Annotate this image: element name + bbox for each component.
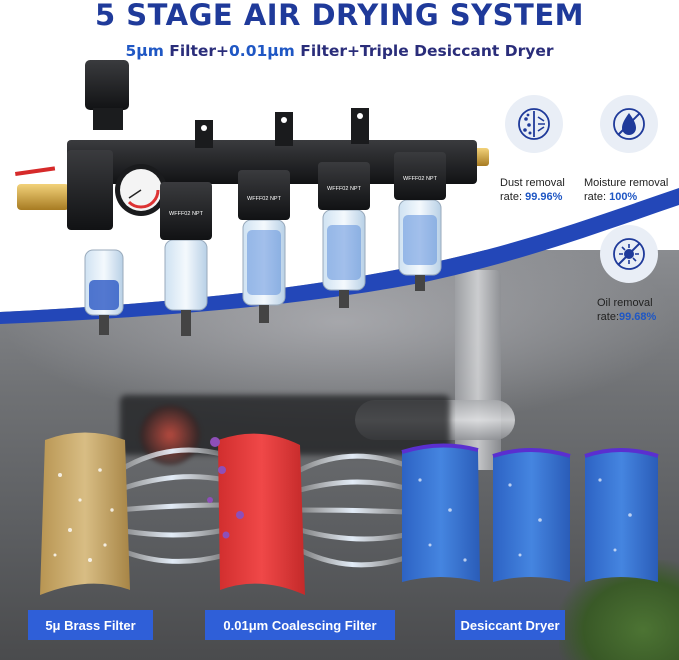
caption-coalescing-filter: 0.01μm Coalescing Filter	[205, 610, 395, 640]
subtitle-part-2: Filter+	[163, 42, 230, 60]
stat-moisture: Moisture removal rate: 100%	[584, 176, 679, 204]
page-subtitle: 5μm Filter+0.01μm Filter+Triple Desiccan…	[0, 42, 679, 60]
desiccant-panel-3	[585, 450, 658, 582]
product-label-4: WFFF02 NPT	[403, 176, 438, 182]
stat-oil: Oil removal rate:99.68%	[597, 296, 679, 324]
water-drop-icon	[600, 95, 658, 153]
subtitle-part-1: 5μm	[125, 42, 164, 60]
coalescing-filter-panel	[218, 433, 305, 595]
stat-oil-label: Oil removal	[597, 297, 653, 309]
stat-oil-prefix: rate:	[597, 311, 620, 323]
dust-filter-icon	[505, 95, 563, 153]
desiccant-panel-1	[402, 445, 480, 582]
oil-no-icon	[600, 225, 658, 283]
subtitle-part-4: Filter+Triple Desiccant Dryer	[294, 42, 554, 60]
subtitle-part-3: 0.01μm	[229, 42, 295, 60]
filter-assembly-image: WFFF02 NPT WFFF02 NPT WFFF02 NPT WFFF02 …	[15, 60, 489, 336]
stat-dust-prefix: rate:	[500, 191, 526, 203]
product-label-1: WFFF02 NPT	[169, 211, 204, 217]
airflow-streaks	[115, 447, 408, 568]
product-label-3: WFFF02 NPT	[327, 186, 362, 192]
stat-moisture-prefix: rate:	[584, 191, 610, 203]
stat-dust-label: Dust removal	[500, 177, 565, 189]
page-title: 5 STAGE AIR DRYING SYSTEM	[94, 0, 584, 32]
product-label-2: WFFF02 NPT	[247, 196, 282, 202]
caption-desiccant-dryer: Desiccant Dryer	[455, 610, 565, 640]
desiccant-panel-2	[493, 450, 570, 582]
stat-oil-value: 99.68%	[619, 311, 657, 323]
brass-filter-panel	[40, 432, 130, 595]
stat-moisture-label: Moisture removal	[584, 177, 669, 189]
caption-brass-filter: 5μ Brass Filter	[28, 610, 153, 640]
stat-moisture-value: 100%	[609, 191, 638, 203]
stat-dust-value: 99.96%	[525, 191, 563, 203]
stat-dust: Dust removal rate: 99.96%	[500, 176, 580, 204]
